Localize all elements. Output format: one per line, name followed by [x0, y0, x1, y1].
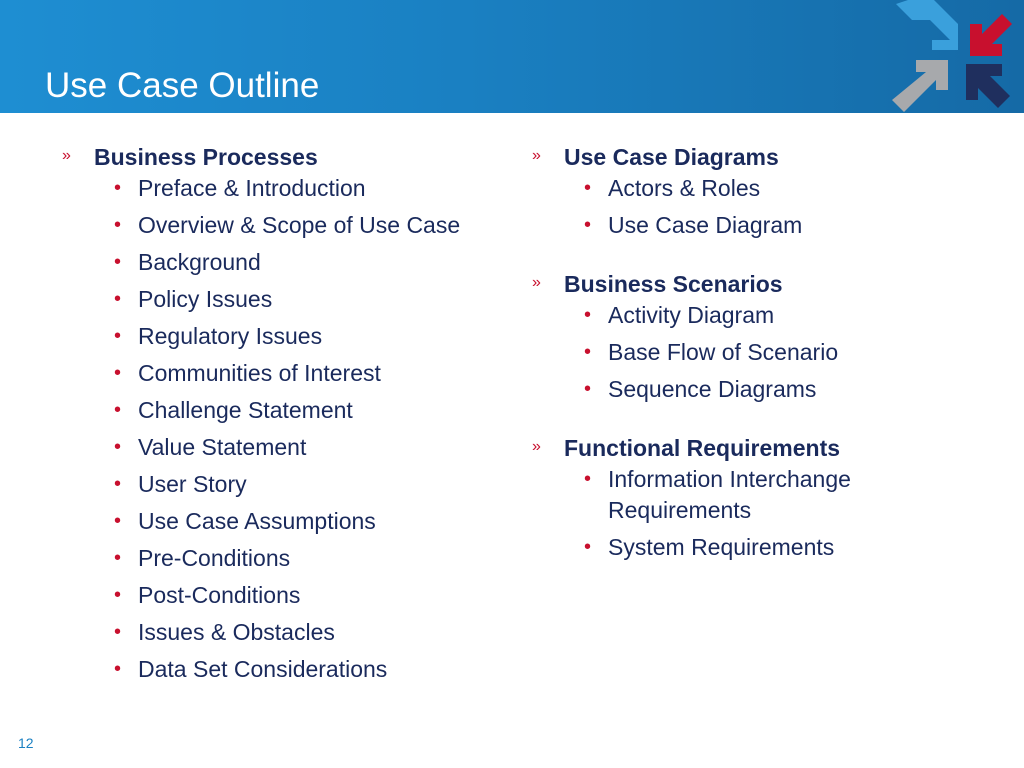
section-business-scenarios: » Business Scenarios • Activity Diagram •… [532, 269, 972, 405]
bullet-dot-icon: • [584, 468, 592, 490]
list-item-label: Value Statement [138, 434, 307, 460]
logo-arrow-gray [892, 60, 948, 112]
list-item: • Communities of Interest [62, 358, 482, 389]
right-column: » Use Case Diagrams • Actors & Roles • Use… [532, 142, 972, 569]
list-item: • Background [62, 247, 482, 278]
left-column: » Business Processes • Preface & Introduc… [62, 142, 482, 691]
list-item: • Use Case Diagram [532, 210, 972, 241]
bullet-dot-icon: • [584, 214, 592, 236]
bullet-dot-icon: • [114, 473, 122, 495]
list-item-label: Communities of Interest [138, 360, 381, 386]
list-item: • System Requirements [532, 532, 972, 563]
list-item: • Data Set Considerations [62, 654, 482, 685]
bullet-dot-icon: • [114, 251, 122, 273]
list-item: • Use Case Assumptions [62, 506, 482, 537]
bullet-dot-icon: • [114, 325, 122, 347]
logo-arrow-red [970, 14, 1012, 56]
list-item-label: Use Case Diagram [608, 212, 803, 238]
section-business-processes: » Business Processes • Preface & Introduc… [62, 142, 482, 685]
list-item: • Post-Conditions [62, 580, 482, 611]
list-item-label: Regulatory Issues [138, 323, 323, 349]
bullet-dot-icon: • [114, 510, 122, 532]
bullet-dot-icon: • [114, 621, 122, 643]
list-item-label: Background [138, 249, 261, 275]
list-item-label: Actors & Roles [608, 175, 761, 201]
list-item: • Regulatory Issues [62, 321, 482, 352]
item-list: • Activity Diagram • Base Flow of Scenario… [532, 300, 972, 405]
list-item: • Base Flow of Scenario [532, 337, 972, 368]
logo-arrow-navy [966, 64, 1010, 108]
list-item-label: Issues & Obstacles [138, 619, 335, 645]
list-item-label: Information Interchange Requirements [608, 466, 851, 523]
bullet-dot-icon: • [584, 378, 592, 400]
slide-title: Use Case Outline [45, 66, 320, 105]
list-item-label: Data Set Considerations [138, 656, 388, 682]
bullet-dot-icon: • [114, 288, 122, 310]
item-list: • Information Interchange Requirements • S… [532, 464, 972, 563]
list-item: • Information Interchange Requirements [532, 464, 972, 526]
bullet-dot-icon: • [114, 584, 122, 606]
section-heading: » Business Processes [62, 142, 482, 173]
list-item-label: Preface & Introduction [138, 175, 366, 201]
list-item: • User Story [62, 469, 482, 500]
bullet-dot-icon: • [114, 547, 122, 569]
bullet-dot-icon: • [114, 177, 122, 199]
list-item: • Value Statement [62, 432, 482, 463]
list-item-label: Policy Issues [138, 286, 273, 312]
list-item-label: Use Case Assumptions [138, 508, 376, 534]
list-item: • Overview & Scope of Use Case [62, 210, 482, 241]
list-item-label: Overview & Scope of Use Case [138, 212, 461, 238]
list-item: • Policy Issues [62, 284, 482, 315]
section-heading: » Business Scenarios [532, 269, 972, 300]
list-item-label: Post-Conditions [138, 582, 301, 608]
raquo-bullet-icon: » [532, 147, 541, 164]
bullet-dot-icon: • [584, 177, 592, 199]
list-item: • Sequence Diagrams [532, 374, 972, 405]
section-heading: » Functional Requirements [532, 433, 972, 464]
section-title: Business Processes [94, 144, 318, 170]
list-item: • Actors & Roles [532, 173, 972, 204]
list-item-label: Pre-Conditions [138, 545, 291, 571]
section-use-case-diagrams: » Use Case Diagrams • Actors & Roles • Use… [532, 142, 972, 241]
list-item-label: Base Flow of Scenario [608, 339, 839, 365]
section-title: Functional Requirements [564, 435, 841, 461]
section-title: Business Scenarios [564, 271, 783, 297]
list-item-label: Activity Diagram [608, 302, 775, 328]
list-item-label: Sequence Diagrams [608, 376, 817, 402]
bullet-dot-icon: • [114, 658, 122, 680]
section-title: Use Case Diagrams [564, 144, 779, 170]
section-functional-requirements: » Functional Requirements • Information I… [532, 433, 972, 563]
raquo-bullet-icon: » [532, 274, 541, 291]
logo-arrow-blue [896, 0, 958, 50]
bullet-dot-icon: • [584, 536, 592, 558]
bullet-dot-icon: • [114, 362, 122, 384]
raquo-bullet-icon: » [532, 438, 541, 455]
four-arrows-logo-icon [892, 0, 1012, 112]
list-item: • Preface & Introduction [62, 173, 482, 204]
raquo-bullet-icon: » [62, 147, 71, 164]
bullet-dot-icon: • [584, 341, 592, 363]
item-list: • Preface & Introduction • Overview & Scop… [62, 173, 482, 685]
list-item: • Challenge Statement [62, 395, 482, 426]
list-item: • Issues & Obstacles [62, 617, 482, 648]
list-item-label: Challenge Statement [138, 397, 353, 423]
section-heading: » Use Case Diagrams [532, 142, 972, 173]
list-item-label: User Story [138, 471, 247, 497]
list-item: • Pre-Conditions [62, 543, 482, 574]
list-item-label: System Requirements [608, 534, 835, 560]
bullet-dot-icon: • [114, 399, 122, 421]
bullet-dot-icon: • [114, 214, 122, 236]
header-banner: Use Case Outline [0, 0, 1024, 113]
item-list: • Actors & Roles • Use Case Diagram [532, 173, 972, 241]
page-number: 12 [18, 735, 34, 751]
bullet-dot-icon: • [114, 436, 122, 458]
bullet-dot-icon: • [584, 304, 592, 326]
list-item: • Activity Diagram [532, 300, 972, 331]
